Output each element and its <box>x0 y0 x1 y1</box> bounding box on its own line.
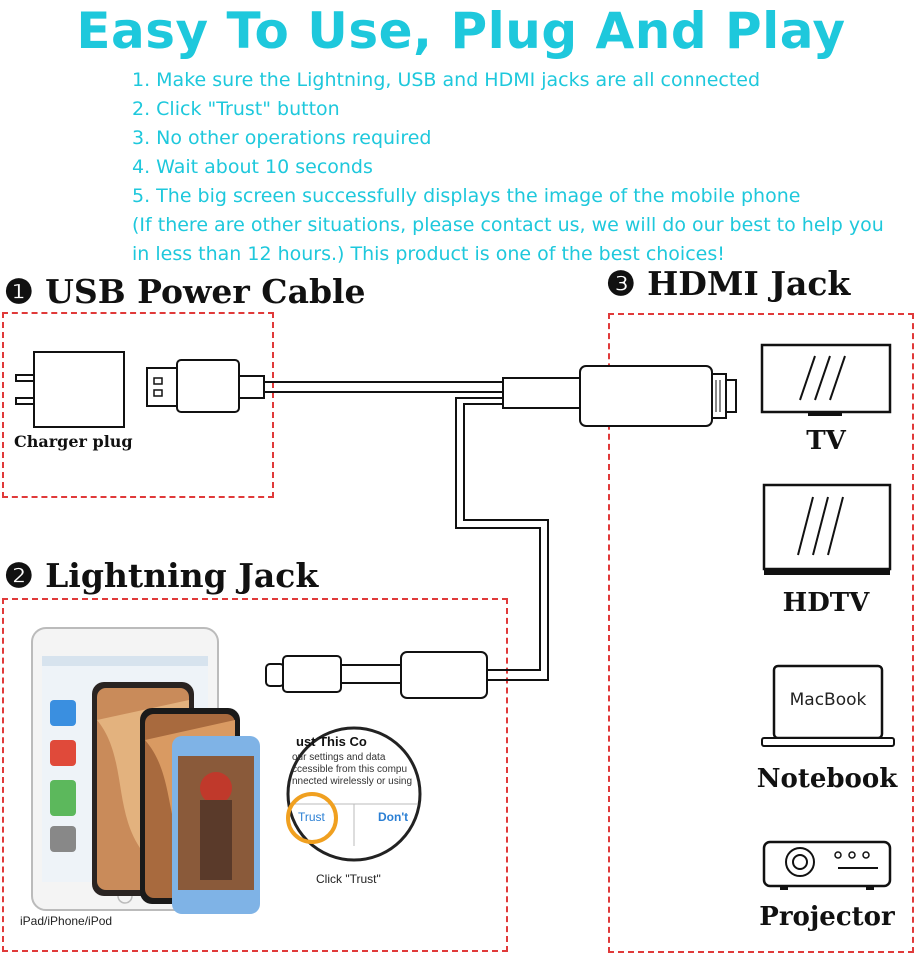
devices-label: iPad/iPhone/iPod <box>20 914 113 928</box>
lightning-section-title: Lightning Jack <box>45 556 319 595</box>
tv-label: TV <box>806 426 846 456</box>
ipod-image <box>172 736 260 914</box>
step-2: 2. Click "Trust" button <box>132 98 340 120</box>
trust-popup-body: our settings and data ccessible from thi… <box>292 752 413 787</box>
usb-section-heading: ❶ USB Power Cable <box>4 272 366 311</box>
support-note: (If there are other situations, please c… <box>132 214 884 265</box>
step-3: 3. No other operations required <box>132 127 432 149</box>
trust-button[interactable]: Trust <box>298 810 325 824</box>
charger-plug-icon <box>15 351 125 428</box>
cable-hub-icon <box>502 365 737 427</box>
tv-icon <box>760 343 892 416</box>
usb-section-number: ❶ <box>4 272 34 311</box>
hdmi-section-box <box>608 313 914 953</box>
step-4: 4. Wait about 10 seconds <box>132 156 373 178</box>
lightning-section-box <box>2 598 508 952</box>
lightning-connector-icon <box>265 651 488 699</box>
lightning-section-number: ❷ <box>4 556 34 595</box>
hdmi-section-number: ❸ <box>606 264 636 303</box>
usb-section-box <box>2 312 274 498</box>
projector-icon <box>762 840 892 890</box>
dont-trust-button[interactable]: Don't <box>378 810 409 824</box>
projector-label: Projector <box>759 902 895 932</box>
notebook-icon <box>761 664 895 747</box>
charger-plug-label: Charger plug <box>14 432 133 451</box>
trust-popup-heading: ust This Co <box>296 734 367 749</box>
step-5: 5. The big screen successfully displays … <box>132 185 801 207</box>
notebook-screen-text: MacBook <box>789 690 867 710</box>
hdtv-icon <box>762 483 892 575</box>
trust-popup-image <box>286 726 422 862</box>
usb-a-connector-icon <box>146 359 265 413</box>
hdtv-label: HDTV <box>782 588 870 618</box>
notebook-label: Notebook <box>756 764 898 794</box>
instruction-steps: 1. Make sure the Lightning, USB and HDMI… <box>132 66 800 211</box>
step-1: 1. Make sure the Lightning, USB and HDMI… <box>132 69 761 91</box>
hdmi-section-heading: ❸ HDMI Jack <box>606 264 850 303</box>
usb-section-title: USB Power Cable <box>45 272 366 311</box>
page-title: Easy To Use, Plug And Play <box>76 2 846 60</box>
hdmi-section-title: HDMI Jack <box>647 264 851 303</box>
lightning-section-heading: ❷ Lightning Jack <box>4 556 318 595</box>
click-trust-caption: Click "Trust" <box>316 872 381 886</box>
